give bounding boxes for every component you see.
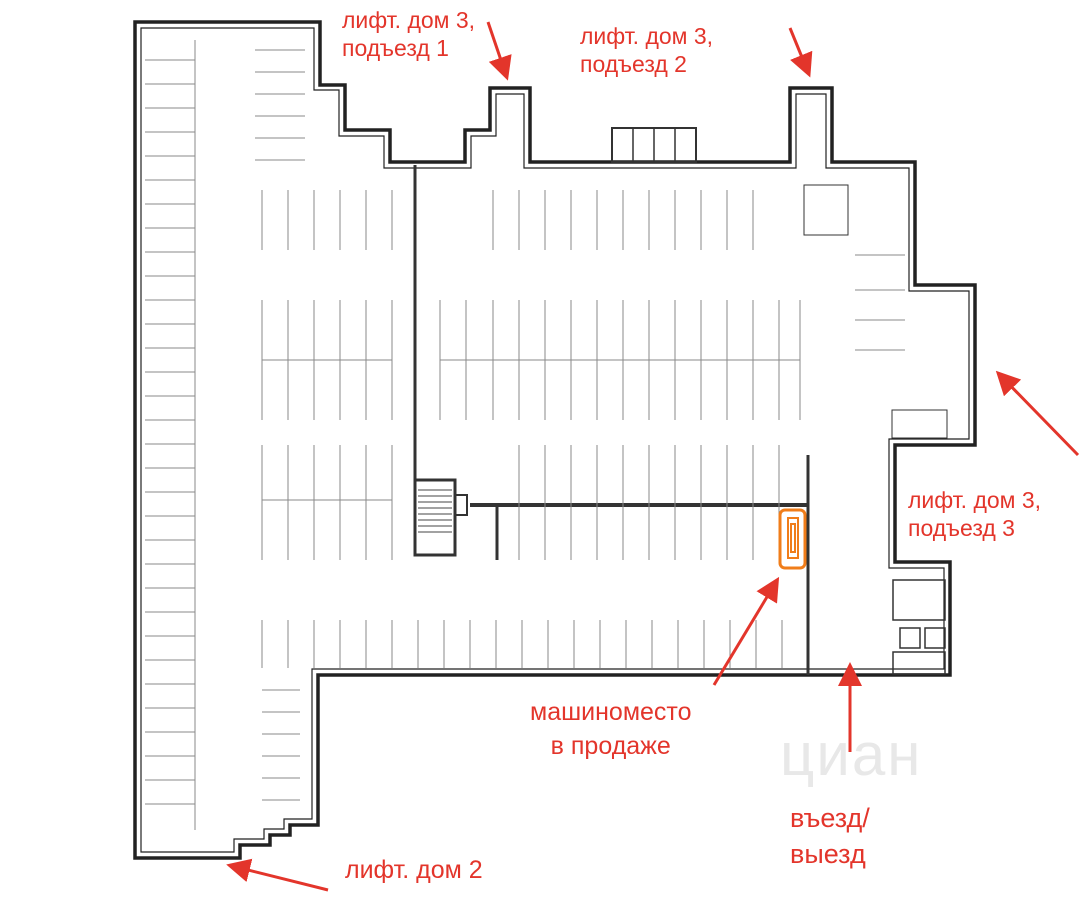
outer-wall [133, 20, 977, 860]
arrow-spot-for-sale [712, 576, 780, 686]
inner-walls [413, 127, 948, 675]
label-lift-house3-entrance2: лифт. дом 3, подъезд 2 [580, 22, 713, 78]
watermark: циан [780, 721, 923, 788]
arrow-lift-3-1 [486, 21, 512, 81]
staircase [418, 489, 452, 533]
label-line: въезд/ [790, 803, 870, 833]
label-lift-house3-entrance1: лифт. дом 3, подъезд 1 [342, 6, 475, 62]
label-line: машиноместо [530, 698, 692, 726]
arrow-lift-2 [226, 858, 329, 892]
label-entry-exit: въезд/ выезд [790, 800, 870, 872]
annotation-arrows [226, 21, 1080, 892]
label-spot-for-sale: машиноместо в продаже [530, 695, 692, 763]
label-lift-house3-entrance3: лифт. дом 3, подъезд 3 [908, 486, 1041, 542]
highlighted-parking-spot [778, 508, 807, 570]
parking-stalls [145, 40, 905, 830]
label-line: лифт. дом 3, [580, 23, 714, 49]
label-line: выезд [790, 839, 866, 869]
arrow-lift-3-3 [995, 370, 1080, 457]
arrow-lift-3-2 [788, 27, 813, 78]
label-line: в продаже [550, 732, 671, 760]
label-lift-house2: лифт. дом 2 [345, 856, 483, 884]
label-line: лифт. дом 3, [908, 487, 1042, 513]
label-line: лифт. дом 3, [342, 7, 476, 33]
label-line: подъезд 3 [908, 515, 1015, 541]
label-line: подъезд 2 [580, 51, 687, 77]
label-line: подъезд 1 [342, 35, 449, 61]
